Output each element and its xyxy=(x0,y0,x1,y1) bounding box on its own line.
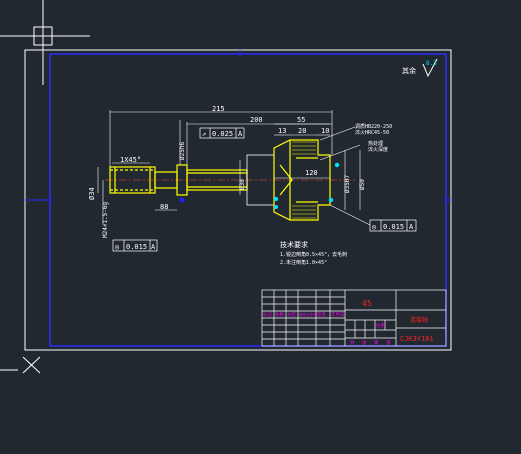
dim-10[interactable]: 10 xyxy=(321,127,329,135)
shaft-body[interactable] xyxy=(154,164,248,196)
tb-label-sign: 签名 xyxy=(317,311,326,318)
dim-88[interactable]: 88 xyxy=(160,203,168,211)
crosshair-cursor xyxy=(0,0,90,85)
tb-sheet-2: 张 xyxy=(362,339,367,346)
tech-req-item-1: 1.锐边倒角0.5×45°，去毛刺 xyxy=(280,251,347,258)
roughness-note: 其余 xyxy=(402,66,416,75)
ucs-icon xyxy=(0,356,41,374)
dim-overall-length[interactable]: 215 xyxy=(212,105,225,113)
tol-datum-1: A xyxy=(238,130,243,138)
tb-drawing-no[interactable]: CJK3Y101 xyxy=(400,335,434,343)
centering-marks xyxy=(25,50,451,201)
callout-3[interactable]: 热处理 xyxy=(368,140,383,147)
tb-sheet-1: 共 xyxy=(350,339,355,346)
tolerance-frame-left[interactable]: ◎ 0.015 A xyxy=(112,239,158,252)
tb-part-name[interactable]: 连接轴 xyxy=(410,316,428,324)
section-hatch xyxy=(292,141,316,219)
tb-scale-label: 比例 xyxy=(376,322,385,329)
tolerance-frame-top[interactable]: ↗ 0.025 A xyxy=(199,127,245,139)
tb-sheet-4: 张 xyxy=(386,339,391,346)
tol-datum-2: A xyxy=(151,243,156,251)
dim-left-tol[interactable]: M24×1.5-6g xyxy=(102,201,109,238)
dimension-lines xyxy=(97,110,371,226)
technical-requirements[interactable]: 技术要求 1.锐边倒角0.5×45°，去毛刺 2.未注倒角1.0×45° xyxy=(280,240,347,266)
callout-2[interactable]: 淬火HRC45-50 xyxy=(355,129,389,136)
tol-symbol-2: ◎ xyxy=(115,243,120,251)
tb-material[interactable]: 45 xyxy=(362,299,372,308)
tb-label-change-doc: 更改文件号 xyxy=(299,312,317,317)
tb-label-count: 处数 xyxy=(275,311,284,318)
dim-phi35[interactable]: Ø35H7 xyxy=(344,175,351,193)
tb-sheet-3: 第 xyxy=(374,339,379,346)
roughness-symbol: 其余 6.3 xyxy=(402,58,438,78)
callout-1[interactable]: 调质HB220-250 xyxy=(355,123,392,130)
shaft-left-thread[interactable] xyxy=(109,166,156,194)
callout-4[interactable]: 淬火深度 xyxy=(368,146,388,153)
dim-left-dia[interactable]: Ø34 xyxy=(88,187,96,200)
tol-value-2: 0.015 xyxy=(126,243,147,251)
dim-55[interactable]: 55 xyxy=(297,116,305,124)
dim-chamfer[interactable]: 1X45° xyxy=(120,156,141,164)
dim-phi50[interactable]: Ø50 xyxy=(359,179,366,190)
roughness-value: 6.3 xyxy=(426,60,437,67)
dim-200[interactable]: 200 xyxy=(250,116,263,124)
title-block[interactable] xyxy=(261,289,447,347)
datum-markers xyxy=(179,162,340,209)
tb-label-zone: 分区 xyxy=(287,311,296,318)
tb-label-mark: 标记 xyxy=(263,311,272,318)
dim-20[interactable]: 20 xyxy=(298,127,306,135)
tol-symbol-3: ◎ xyxy=(372,223,377,231)
dim-phi25[interactable]: Ø25h6 xyxy=(179,142,186,160)
dim-phi30[interactable]: Ø30 xyxy=(239,179,246,190)
tb-label-date: 年月日 xyxy=(331,311,345,318)
tolerance-frame-right[interactable]: ◎ 0.015 A xyxy=(369,219,417,232)
tech-req-title: 技术要求 xyxy=(280,240,308,249)
dim-13[interactable]: 13 xyxy=(278,127,286,135)
tol-value-1: 0.025 xyxy=(212,130,233,138)
tol-symbol-1: ↗ xyxy=(202,130,206,138)
tol-value-3: 0.015 xyxy=(383,223,404,231)
tech-req-item-2: 2.未注倒角1.0×45° xyxy=(280,259,327,266)
tol-datum-3: A xyxy=(409,223,414,231)
dim-120[interactable]: 120 xyxy=(305,169,318,177)
